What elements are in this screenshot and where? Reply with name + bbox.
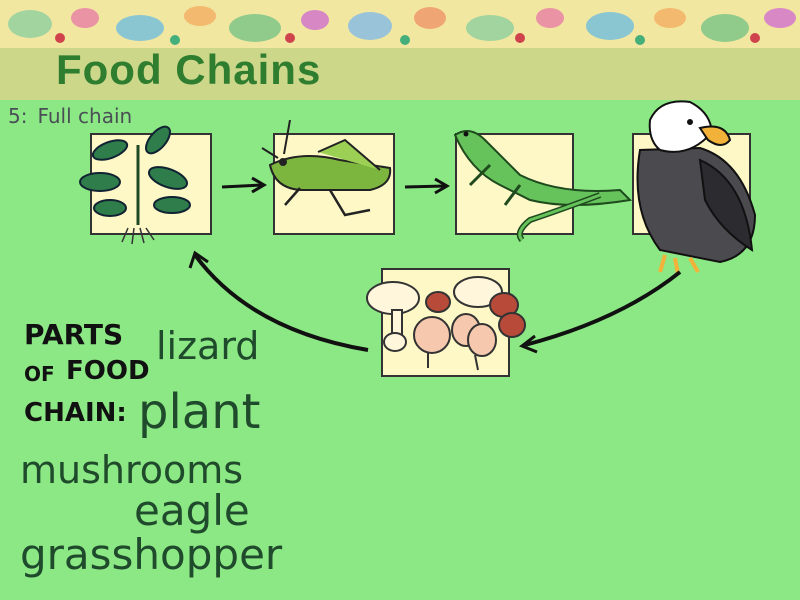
subtitle-number: 5: [8, 104, 27, 128]
grasshopper-frame [273, 133, 395, 235]
lizard-frame [455, 133, 574, 235]
word-grasshopper: grasshopper [20, 530, 282, 579]
mushrooms-frame [381, 268, 510, 377]
plant-frame [90, 133, 212, 235]
word-plant: plant [138, 384, 260, 440]
arrow-eagle-to-mushrooms [522, 272, 680, 352]
page-title: Food Chains [56, 46, 321, 94]
notes-heading-parts: PARTS [24, 318, 123, 351]
word-lizard: lizard [156, 324, 259, 368]
banner-pattern [0, 0, 800, 48]
arrow-grasshopper-to-lizard [405, 179, 447, 193]
notes-heading-food: FOOD [66, 356, 150, 386]
notes-heading-chain: CHAIN: [24, 398, 127, 428]
decorative-banner [0, 0, 800, 48]
subtitle-text: Full chain [37, 104, 132, 128]
word-eagle: eagle [134, 486, 250, 535]
eagle-frame [632, 133, 751, 235]
subtitle: 5: Full chain [8, 104, 132, 128]
arrow-plant-to-grasshopper [222, 178, 264, 192]
notes-heading-of: OF [24, 362, 55, 386]
